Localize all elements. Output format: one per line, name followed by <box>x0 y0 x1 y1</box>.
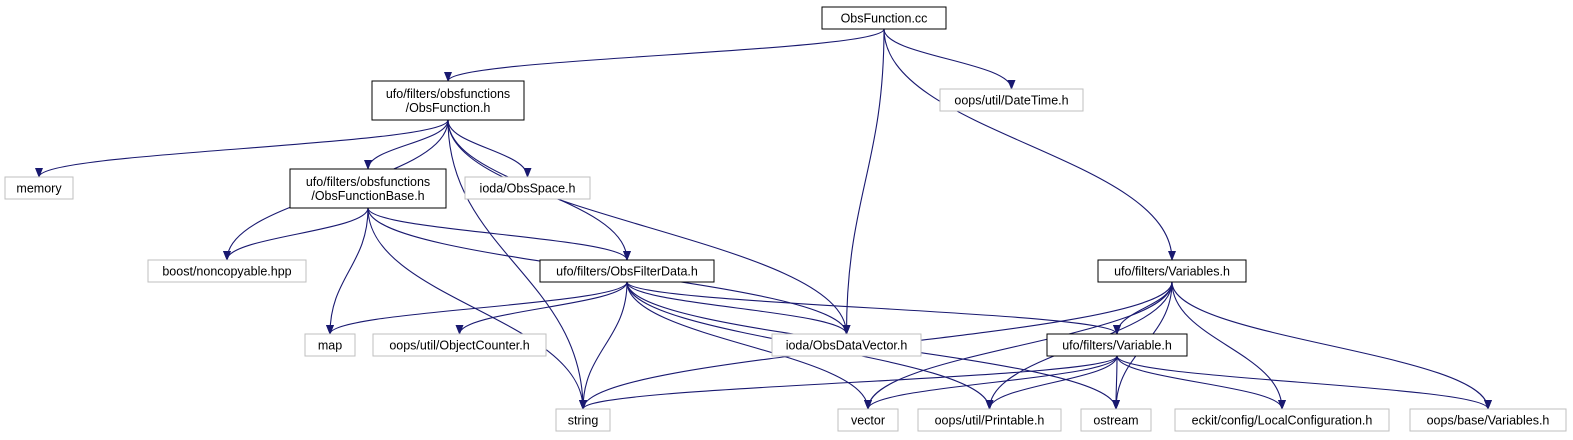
edge-obsfunction-cc-to-obsdatavector-h <box>842 28 885 335</box>
node-label-obsdatavector-h-line-1: ioda/ObsDataVector.h <box>786 339 908 353</box>
edge-variables-h-to-oops-base-variables-h <box>1171 281 1492 410</box>
node-obsfunctionbase-h[interactable]: ufo/filters/obsfunctions/ObsFunctionBase… <box>289 168 447 209</box>
nodes-layer: ObsFunction.cc ufo/filters/obsfunctions/O… <box>4 6 1567 432</box>
node-label-printable-h-line-1: oops/util/Printable.h <box>935 414 1045 428</box>
edge-obsfunction-h-to-obsdatavector-h <box>447 119 851 335</box>
node-vector: vector <box>837 408 899 432</box>
edge-obsfilterdata-h-to-objectcounter-h <box>455 281 628 335</box>
node-label-localconfiguration-h-line-1: eckit/config/LocalConfiguration.h <box>1192 414 1373 428</box>
edge-obsfunctionbase-h-to-map <box>326 207 369 335</box>
edge-variable-h-to-string <box>579 355 1118 410</box>
edge-variable-h-to-localconfiguration-h <box>1116 355 1286 410</box>
edge-obsfunction-h-to-string <box>447 119 587 410</box>
edge-obsfilterdata-h-to-obsdatavector-h <box>626 281 851 335</box>
node-obsspace-h: ioda/ObsSpace.h <box>464 176 591 200</box>
node-box-obsfunction-cc <box>821 6 947 30</box>
node-printable-h: oops/util/Printable.h <box>917 408 1062 432</box>
edge-obsfunction-h-to-obsspace-h <box>447 119 532 178</box>
edge-obsfunction-cc-to-datetime-h <box>883 28 1016 90</box>
node-label-obsfilterdata-h-line-1: ufo/filters/ObsFilterData.h <box>556 265 698 279</box>
node-box-oops-base-variables-h <box>1409 408 1567 432</box>
node-label-obsfunctionbase-h-line-1: ufo/filters/obsfunctions <box>306 175 430 189</box>
node-box-obsspace-h <box>464 176 591 200</box>
node-box-obsfunctionbase-h <box>289 168 447 209</box>
node-label-memory-line-1: memory <box>16 182 62 196</box>
node-box-localconfiguration-h <box>1174 408 1390 432</box>
edge-obsfunctionbase-h-to-noncopyable-hpp <box>223 207 369 261</box>
node-oops-base-variables-h: oops/base/Variables.h <box>1409 408 1567 432</box>
node-box-printable-h <box>917 408 1062 432</box>
edge-obsfilterdata-h-to-vector <box>626 281 872 410</box>
node-box-noncopyable-hpp <box>147 259 307 283</box>
node-label-ostream-line-1: ostream <box>1093 414 1138 428</box>
node-box-datetime-h <box>939 88 1084 112</box>
node-obsfunction-h[interactable]: ufo/filters/obsfunctions/ObsFunction.h <box>371 80 525 121</box>
edge-variable-h-to-oops-base-variables-h <box>1116 355 1492 410</box>
node-map: map <box>304 333 356 357</box>
node-box-variables-h <box>1097 259 1247 283</box>
edge-variable-h-to-ostream <box>1112 355 1121 410</box>
node-datetime-h: oops/util/DateTime.h <box>939 88 1084 112</box>
edge-obsfilterdata-h-to-map <box>326 281 628 335</box>
node-label-variables-h-line-1: ufo/filters/Variables.h <box>1114 265 1230 279</box>
node-label-obsfunction-h-line-1: ufo/filters/obsfunctions <box>386 87 510 101</box>
node-label-variable-h-line-1: ufo/filters/Variable.h <box>1062 339 1172 353</box>
node-label-noncopyable-hpp-line-1: boost/noncopyable.hpp <box>162 265 291 279</box>
edges-layer <box>35 28 1492 410</box>
node-label-objectcounter-h-line-1: oops/util/ObjectCounter.h <box>389 339 529 353</box>
node-label-obsfunction-cc-line-1: ObsFunction.cc <box>841 12 928 26</box>
edge-obsfunction-h-to-obsfunctionbase-h <box>364 119 449 170</box>
edge-variable-h-to-vector <box>864 355 1118 410</box>
node-label-oops-base-variables-h-line-1: oops/base/Variables.h <box>1427 414 1550 428</box>
node-box-obsdatavector-h <box>771 333 922 357</box>
node-box-memory <box>4 176 74 200</box>
node-label-string-line-1: string <box>568 414 599 428</box>
node-box-vector <box>837 408 899 432</box>
node-label-vector-line-1: vector <box>851 414 885 428</box>
node-box-obsfilterdata-h <box>539 259 715 283</box>
edge-obsfilterdata-h-to-variable-h <box>626 281 1121 335</box>
edge-variable-h-to-printable-h <box>985 355 1118 410</box>
node-objectcounter-h: oops/util/ObjectCounter.h <box>372 333 547 357</box>
node-obsfunction-cc[interactable]: ObsFunction.cc <box>821 6 947 30</box>
node-obsdatavector-h: ioda/ObsDataVector.h <box>771 333 922 357</box>
node-label-obsspace-h-line-1: ioda/ObsSpace.h <box>480 182 576 196</box>
node-label-datetime-h-line-1: oops/util/DateTime.h <box>954 94 1068 108</box>
node-noncopyable-hpp: boost/noncopyable.hpp <box>147 259 307 283</box>
node-box-variable-h <box>1046 333 1188 357</box>
node-ostream: ostream <box>1080 408 1152 432</box>
node-variable-h[interactable]: ufo/filters/Variable.h <box>1046 333 1188 357</box>
edge-obsfunctionbase-h-to-obsfilterdata-h <box>367 207 631 261</box>
node-label-obsfunction-h-line-2: /ObsFunction.h <box>406 101 491 115</box>
node-string: string <box>555 408 611 432</box>
edge-obsfilterdata-h-to-string <box>579 281 628 410</box>
node-box-obsfunction-h <box>371 80 525 121</box>
node-box-ostream <box>1080 408 1152 432</box>
edge-variables-h-to-vector <box>864 281 1173 410</box>
edge-obsfunction-cc-to-variables-h <box>883 28 1176 261</box>
edge-obsfunction-h-to-memory <box>35 119 449 178</box>
node-obsfilterdata-h[interactable]: ufo/filters/ObsFilterData.h <box>539 259 715 283</box>
node-memory: memory <box>4 176 74 200</box>
node-label-obsfunctionbase-h-line-2: /ObsFunctionBase.h <box>311 189 424 203</box>
node-box-objectcounter-h <box>372 333 547 357</box>
edge-obsfunction-cc-to-obsfunction-h <box>444 28 885 82</box>
node-label-map-line-1: map <box>318 339 342 353</box>
node-localconfiguration-h: eckit/config/LocalConfiguration.h <box>1174 408 1390 432</box>
edge-variables-h-to-localconfiguration-h <box>1171 281 1286 410</box>
node-box-map <box>304 333 356 357</box>
node-variables-h[interactable]: ufo/filters/Variables.h <box>1097 259 1247 283</box>
node-box-string <box>555 408 611 432</box>
